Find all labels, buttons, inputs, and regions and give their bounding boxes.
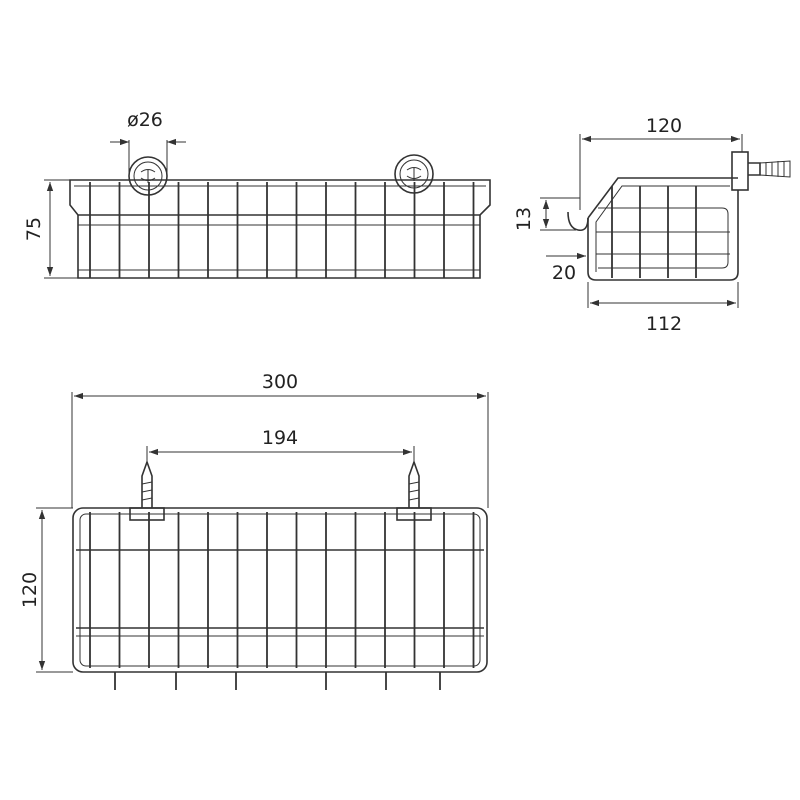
top-view: 300 194 120 [19,371,489,690]
front-wire-bars [89,182,475,278]
top-wire-bars [89,512,475,690]
wall-plug-icon [396,459,432,521]
top-width-label: 300 [262,371,298,393]
side-hook-label: 13 [513,207,535,231]
suction-cup-icon [394,154,434,194]
front-view: ø26 75 [23,109,491,279]
side-depth-bottom-label: 112 [646,313,682,335]
front-diameter-label: ø26 [127,109,163,131]
front-height-label: 75 [23,217,45,241]
top-spacing-label: 194 [262,427,298,449]
wall-plug-icon [731,151,791,191]
suction-cup-icon [128,156,168,196]
side-depth-top-label: 120 [646,115,682,137]
side-wire-bars [611,186,697,278]
side-view: 120 13 20 112 [513,115,791,335]
wall-plug-icon [129,459,165,521]
top-depth-label: 120 [19,572,41,608]
side-lip-label: 20 [552,262,576,284]
